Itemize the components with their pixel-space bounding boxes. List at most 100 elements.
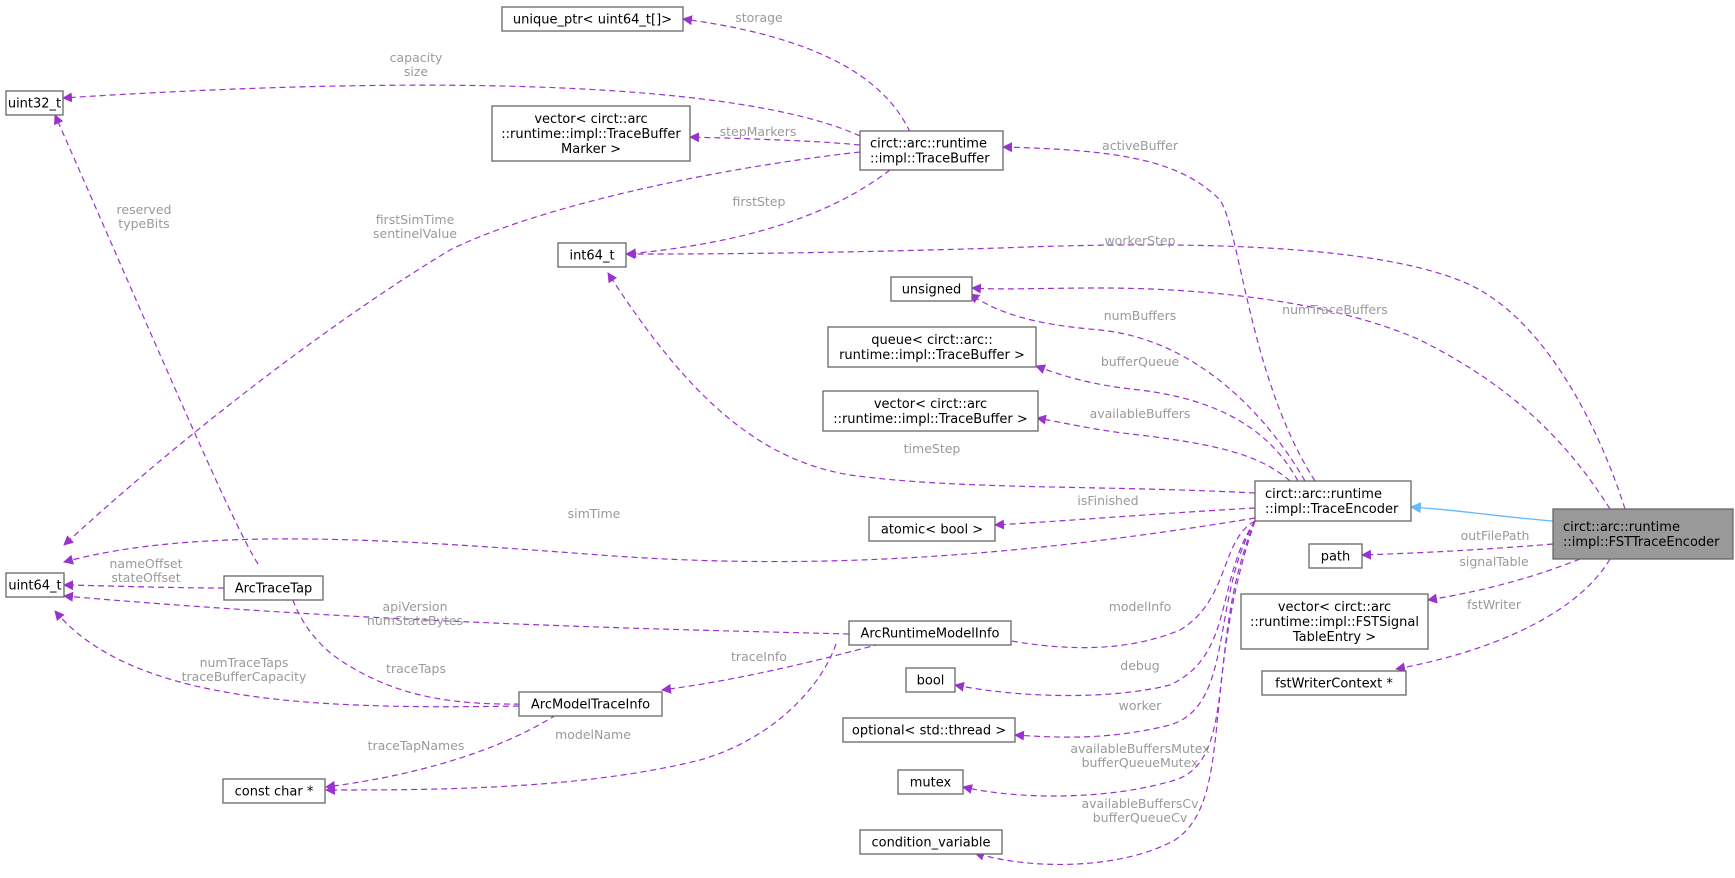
node-label: int64_t	[569, 249, 614, 264]
edge-num-buffers	[969, 293, 1306, 482]
edge-label-step-markers: stepMarkers	[720, 124, 797, 139]
node-label: ::impl::FSTTraceEncoder	[1563, 535, 1720, 550]
node-vector-fst[interactable]: vector< circt::arc::runtime::impl::FSTSi…	[1240, 593, 1429, 650]
node-bool[interactable]: bool	[905, 667, 956, 693]
edge-debug	[954, 520, 1256, 697]
node-label: ArcTraceTap	[235, 582, 313, 597]
node-const-char[interactable]: const char *	[222, 778, 326, 804]
node-label: TableEntry >	[1292, 630, 1376, 645]
edge-label-mutexes: bufferQueueMutex	[1082, 755, 1199, 770]
edge-label-buffer-queue: bufferQueue	[1101, 354, 1180, 369]
node-trace-buffer[interactable]: circt::arc::runtime::impl::TraceBuffer	[859, 130, 1004, 171]
node-trace-encoder[interactable]: circt::arc::runtime::impl::TraceEncoder	[1254, 480, 1412, 522]
node-vector-tb[interactable]: vector< circt::arc::runtime::impl::Trace…	[822, 390, 1039, 432]
edge-trace-info	[661, 643, 881, 694]
edge-first-sim-time	[63, 151, 861, 546]
edge-label-sim-time: simTime	[568, 506, 621, 521]
node-label: vector< circt::arc	[534, 112, 647, 127]
edge-label-num-trace-taps: traceBufferCapacity	[182, 669, 307, 684]
edge-num-trace-buffers	[971, 283, 1611, 510]
edge-label-debug: debug	[1120, 658, 1159, 673]
edge-label-trace-tap-names: traceTapNames	[368, 738, 465, 753]
node-label: vector< circt::arc	[1278, 600, 1391, 615]
edge-label-is-finished: isFinished	[1077, 493, 1138, 508]
edge-label-name-offset: stateOffset	[111, 570, 180, 585]
node-arc-trace-tap[interactable]: ArcTraceTap	[223, 575, 324, 601]
node-condition-variable[interactable]: condition_variable	[859, 829, 1003, 855]
node-label: ::runtime::impl::TraceBuffer	[501, 127, 681, 142]
edge-storage	[682, 15, 911, 133]
node-label: ArcRuntimeModelInfo	[860, 627, 999, 642]
node-label: unique_ptr< uint64_t[]>	[513, 13, 672, 28]
node-label: path	[1321, 550, 1351, 565]
edge-label-first-sim-time: firstSimTime	[376, 212, 455, 227]
edge-sim-time	[63, 517, 1256, 565]
node-path[interactable]: path	[1308, 543, 1363, 569]
node-label: unsigned	[902, 283, 962, 298]
node-label: fstWriterContext *	[1275, 677, 1393, 692]
edge-mutexes	[962, 520, 1256, 797]
edge-trace-taps	[287, 590, 531, 705]
node-label: vector< circt::arc	[874, 397, 987, 412]
node-atomic-bool[interactable]: atomic< bool >	[868, 516, 996, 542]
edge-label-api-version: numStateBytes	[367, 613, 463, 628]
node-label: optional< std::thread >	[852, 724, 1006, 739]
node-label: const char *	[235, 785, 314, 800]
edge-label-reserved-type-bits: typeBits	[118, 216, 169, 231]
edge-label-storage: storage	[735, 10, 783, 25]
edge-label-first-sim-time: sentinelValue	[373, 226, 457, 241]
edge-worker	[1014, 520, 1256, 741]
node-queue-tb[interactable]: queue< circt::arc::runtime::impl::TraceB…	[827, 326, 1037, 368]
node-optional-thread[interactable]: optional< std::thread >	[842, 717, 1016, 743]
node-label: circt::arc::runtime	[1265, 487, 1382, 502]
node-mutex[interactable]: mutex	[897, 769, 964, 795]
edge-label-active-buffer: activeBuffer	[1102, 138, 1179, 153]
edge-label-mutexes: availableBuffersMutex	[1070, 741, 1209, 756]
edge-time-step	[607, 272, 1256, 494]
edge-buffer-queue	[1035, 364, 1299, 482]
node-fst-trace-encoder[interactable]: circt::arc::runtime::impl::FSTTraceEncod…	[1552, 508, 1734, 560]
edge-step-markers	[689, 132, 861, 146]
node-label: uint64_t	[8, 579, 61, 594]
edge-capacity-size	[62, 84, 861, 137]
node-fst-writer-context[interactable]: fstWriterContext *	[1261, 670, 1407, 696]
node-arc-runtime-model-info[interactable]: ArcRuntimeModelInfo	[848, 620, 1012, 646]
node-label: queue< circt::arc::	[871, 333, 993, 348]
node-uint64-t[interactable]: uint64_t	[5, 572, 65, 598]
edge-is-finished	[994, 507, 1256, 530]
edge-label-worker-step: workerStep	[1104, 233, 1175, 248]
edge-label-cvs: bufferQueueCv	[1093, 810, 1188, 825]
node-label: runtime::impl::TraceBuffer >	[839, 348, 1025, 363]
edge-label-capacity-size: capacity	[390, 50, 443, 65]
node-label: circt::arc::runtime	[870, 137, 987, 152]
edge-label-num-trace-buffers: numTraceBuffers	[1282, 302, 1388, 317]
node-vector-marker[interactable]: vector< circt::arc::runtime::impl::Trace…	[491, 105, 691, 162]
edge-trace-tap-names	[325, 714, 557, 791]
edge-signal-table	[1427, 558, 1581, 604]
node-label: atomic< bool >	[881, 523, 983, 538]
edge-label-num-trace-taps: numTraceTaps	[200, 655, 289, 670]
node-label: ::impl::TraceEncoder	[1265, 502, 1399, 517]
edge-first-step	[626, 169, 891, 259]
node-label: ArcModelTraceInfo	[531, 698, 650, 713]
edge-label-num-buffers: numBuffers	[1104, 308, 1176, 323]
edge-available-buffers	[1036, 414, 1291, 482]
edge-label-model-name: modelName	[555, 727, 631, 742]
edge-name-offset	[63, 580, 225, 591]
edge-label-api-version: apiVersion	[382, 599, 447, 614]
node-unique-ptr[interactable]: unique_ptr< uint64_t[]>	[501, 6, 684, 32]
node-label: bool	[917, 674, 945, 689]
node-label: uint32_t	[8, 97, 61, 112]
node-label: ::runtime::impl::TraceBuffer >	[833, 412, 1028, 427]
edge-label-worker: worker	[1119, 698, 1162, 713]
node-arc-model-trace-info[interactable]: ArcModelTraceInfo	[518, 691, 663, 717]
node-uint32-t[interactable]: uint32_t	[5, 90, 64, 116]
edge-label-trace-taps: traceTaps	[386, 661, 446, 676]
edge-out-file-path	[1361, 543, 1554, 560]
edge-label-cvs: availableBuffersCv	[1082, 796, 1200, 811]
node-unsigned[interactable]: unsigned	[890, 276, 973, 302]
edge-model-name	[325, 643, 837, 795]
node-int64-t[interactable]: int64_t	[557, 242, 627, 268]
edge-label-reserved-type-bits: reserved	[117, 202, 172, 217]
edge-fst-writer	[1395, 558, 1611, 673]
